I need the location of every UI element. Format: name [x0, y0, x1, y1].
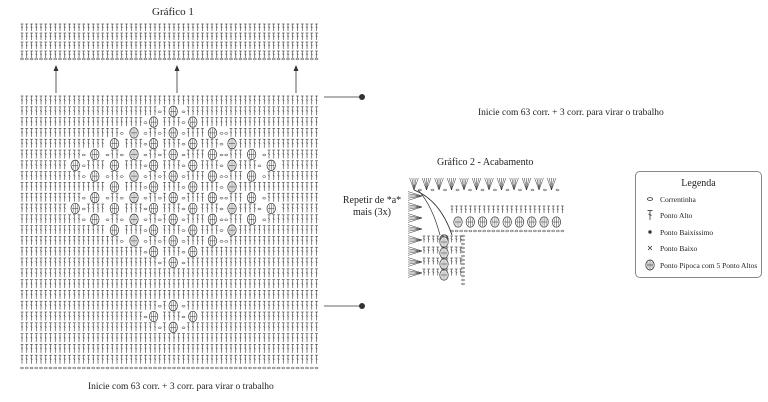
legend-title: Legenda — [681, 178, 716, 189]
repeat-note: Repetir de *a* mais (3x) — [341, 195, 403, 219]
single-crochet-x-icon — [644, 242, 656, 254]
legend-label: Correntinha — [660, 194, 696, 204]
legend-item-slip-stitch: Ponto Baixíssimo — [644, 226, 713, 238]
slip-stitch-dot-icon — [644, 226, 656, 238]
chart1-start-instruction: Inicie com 63 corr. + 3 corr. para virar… — [88, 382, 274, 392]
legend-label: Ponto Pipoca com 5 Ponto Altos — [660, 260, 758, 270]
legend-item-chain: Correntinha — [644, 193, 696, 205]
chart1-repeat-arrows — [53, 65, 299, 93]
legend-box: Legenda Correntinha Ponto Alto Ponto Bai… — [635, 171, 762, 278]
row-markers — [324, 94, 365, 309]
chart1-grid — [20, 23, 319, 370]
repeat-note-line1: Repetir de *a* — [342, 195, 402, 206]
legend-label: Ponto Baixo — [660, 243, 698, 253]
chart1-title: Gráfico 1 — [152, 6, 194, 18]
double-crochet-icon — [644, 209, 656, 221]
legend-label: Ponto Alto — [660, 210, 693, 220]
legend-item-popcorn: Ponto Pipoca com 5 Ponto Altos — [644, 259, 757, 271]
chart2-grid — [407, 177, 565, 286]
popcorn-stitch-icon — [644, 259, 656, 271]
repeat-note-line2: mais (3x) — [352, 207, 392, 218]
chart2-start-instruction: Inicie com 63 corr. + 3 corr. para virar… — [478, 108, 664, 118]
legend-item-double-crochet: Ponto Alto — [644, 209, 692, 221]
chart2-title: Gráfico 2 - Acabamento — [437, 157, 534, 168]
legend-item-single-crochet: Ponto Baixo — [644, 242, 697, 254]
chain-oval-icon — [644, 193, 656, 205]
legend-label: Ponto Baixíssimo — [660, 227, 714, 237]
